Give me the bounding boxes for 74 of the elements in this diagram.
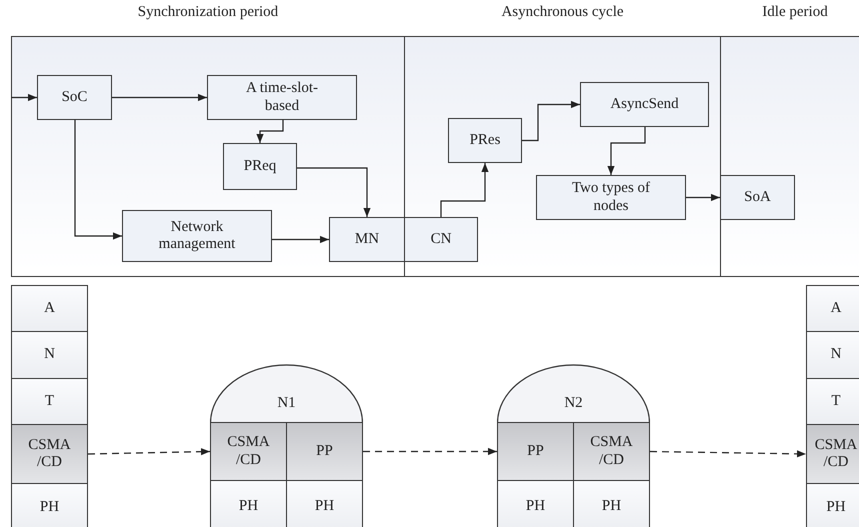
arrow <box>272 236 329 244</box>
layer-cell <box>11 483 88 527</box>
protocol-cell <box>11 424 88 484</box>
layer-cell <box>497 480 574 527</box>
box-label: CSMA /CD <box>589 434 634 469</box>
node-label: N2 <box>564 394 583 412</box>
layer-cell <box>11 378 88 425</box>
protocol-cell <box>286 422 363 481</box>
period-heading: Synchronization period <box>136 4 280 21</box>
process-box <box>404 217 478 262</box>
box-label: AsyncSend <box>610 96 679 114</box>
layer-cell <box>210 480 287 527</box>
arrow <box>363 448 497 456</box>
box-label: CSMA /CD <box>226 434 271 469</box>
box-label: CSMA /CD <box>814 436 858 472</box>
box-label: N <box>44 346 55 364</box>
layer-cell <box>573 480 650 527</box>
box-label: PH <box>526 498 546 516</box>
arrow <box>297 167 371 217</box>
arrow <box>256 120 284 143</box>
process-box <box>37 75 112 120</box>
arrow <box>522 100 580 142</box>
arrow <box>88 448 210 456</box>
box-label: PH <box>602 498 622 516</box>
box-label: PH <box>314 498 334 516</box>
layer-cell <box>806 331 859 379</box>
box-label: SoA <box>744 188 771 206</box>
protocol-cell <box>210 422 287 481</box>
protocol-cell <box>806 424 859 484</box>
box-label: PH <box>826 499 846 517</box>
box-label: CSMA /CD <box>27 436 72 472</box>
period-heading: Asynchronous cycle <box>500 4 625 21</box>
arrow <box>650 450 806 458</box>
box-label: PH <box>238 498 258 516</box>
arrow <box>11 94 37 102</box>
box-label: PP <box>527 442 544 460</box>
period-heading: Idle period <box>761 4 829 21</box>
box-label: PP <box>316 442 333 460</box>
layer-cell <box>11 285 88 332</box>
box-label: PReq <box>244 158 276 176</box>
box-label: A <box>830 300 842 318</box>
box-label: PH <box>40 499 60 517</box>
box-label: N <box>830 346 842 364</box>
arrow <box>686 194 720 202</box>
box-label: A <box>44 300 55 318</box>
box-label: Network management <box>158 218 236 254</box>
arrow <box>74 120 122 240</box>
layer-cell <box>806 378 859 425</box>
arrow <box>440 163 489 217</box>
protocol-cell <box>573 422 650 481</box>
protocol-cell <box>497 422 574 481</box>
layer-cell <box>806 285 859 332</box>
process-box <box>536 175 686 220</box>
layer-cell <box>806 483 859 527</box>
box-label: SoC <box>62 88 88 106</box>
process-box <box>720 175 795 220</box>
layer-cell <box>11 331 88 379</box>
box-label: T <box>831 392 841 410</box>
box-label: CN <box>430 230 452 248</box>
process-box <box>448 118 522 163</box>
process-box <box>122 210 272 262</box>
node-label: N1 <box>277 394 296 412</box>
arrow <box>112 94 207 102</box>
process-box <box>207 75 357 120</box>
box-label: Two types of nodes <box>570 180 652 215</box>
arrow <box>607 127 646 175</box>
layer-cell <box>286 480 363 527</box>
box-label: A time-slot-based <box>244 80 320 115</box>
box-label: PRes <box>470 132 500 150</box>
process-box <box>329 217 405 262</box>
process-box <box>580 82 709 127</box>
process-box <box>223 143 297 190</box>
box-label: MN <box>354 230 380 248</box>
box-label: T <box>44 392 54 410</box>
